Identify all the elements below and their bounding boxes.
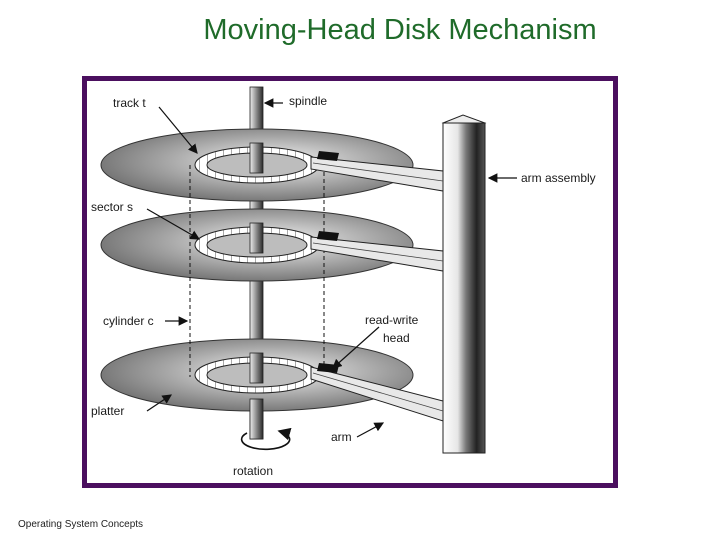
arm-middle: [310, 231, 444, 272]
arm-assembly-column: [441, 114, 487, 454]
read-write-head-middle: [317, 231, 339, 241]
label-rotation: rotation: [233, 464, 273, 478]
label-arm-assembly: arm assembly: [521, 171, 596, 185]
rotation-arrow: [240, 427, 292, 451]
slide-title: Moving-Head Disk Mechanism: [203, 14, 597, 46]
label-arm: arm: [331, 430, 352, 444]
label-sector: sector s: [91, 200, 133, 214]
platter-top: [100, 128, 414, 202]
label-read-write: read-write: [365, 313, 419, 327]
label-track: track t: [113, 96, 146, 110]
arm-bottom: [310, 363, 444, 422]
label-head: head: [383, 331, 410, 345]
label-platter: platter: [91, 404, 124, 418]
pointer-arrows: [146, 98, 517, 438]
label-spindle: spindle: [289, 94, 327, 108]
label-cylinder: cylinder c: [103, 314, 154, 328]
disk-mechanism-diagram: track t spindle arm assembly sector s cy…: [91, 86, 596, 478]
arm-top: [310, 151, 444, 192]
slide-footer: Operating System Concepts: [18, 519, 144, 530]
diagram-frame: track t spindle arm assembly sector s cy…: [82, 76, 618, 488]
cylinder-lines: [189, 165, 325, 377]
platter-bottom: [100, 338, 414, 412]
